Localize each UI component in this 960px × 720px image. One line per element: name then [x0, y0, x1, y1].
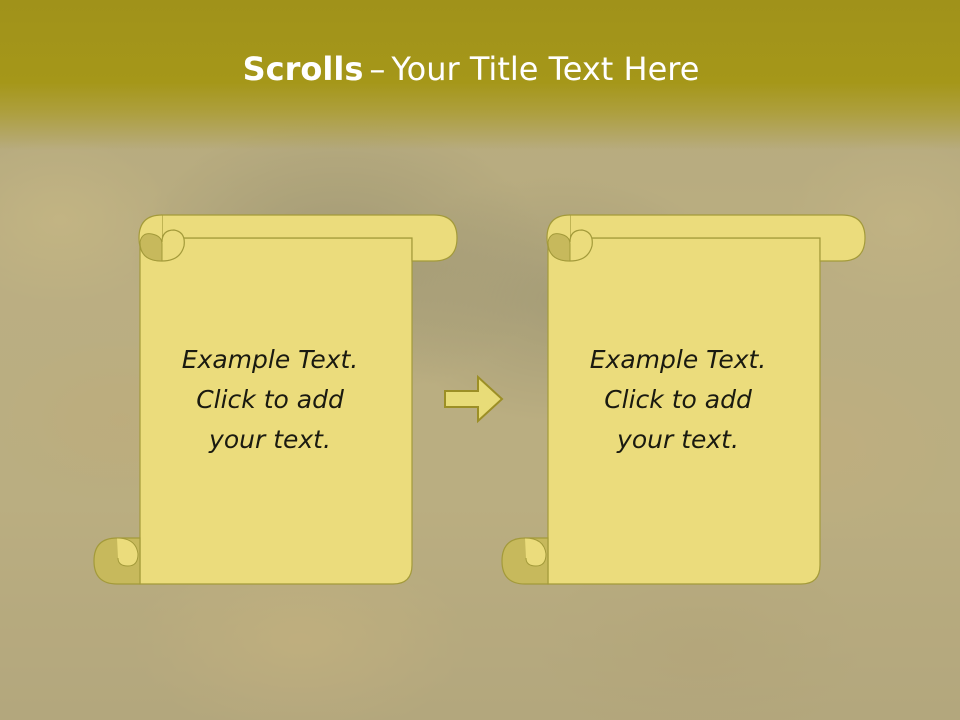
scroll-right-shape [501, 214, 866, 585]
scroll-right-text[interactable]: Example Text. Click to add your text. [589, 345, 767, 454]
slide-title[interactable]: Scrolls–Your Title Text Here [0, 50, 942, 88]
title-dash: – [369, 50, 386, 88]
scroll-left[interactable]: Example Text. Click to add your text. [90, 210, 470, 610]
scroll-right[interactable]: Example Text. Click to add your text. [498, 210, 878, 610]
scroll-left-shape [93, 214, 458, 585]
scroll-left-text[interactable]: Example Text. Click to add your text. [181, 345, 359, 454]
title-bold: Scrolls [242, 50, 364, 88]
title-band [0, 0, 960, 150]
right-arrow-icon [443, 374, 505, 424]
title-rest: Your Title Text Here [391, 50, 700, 88]
